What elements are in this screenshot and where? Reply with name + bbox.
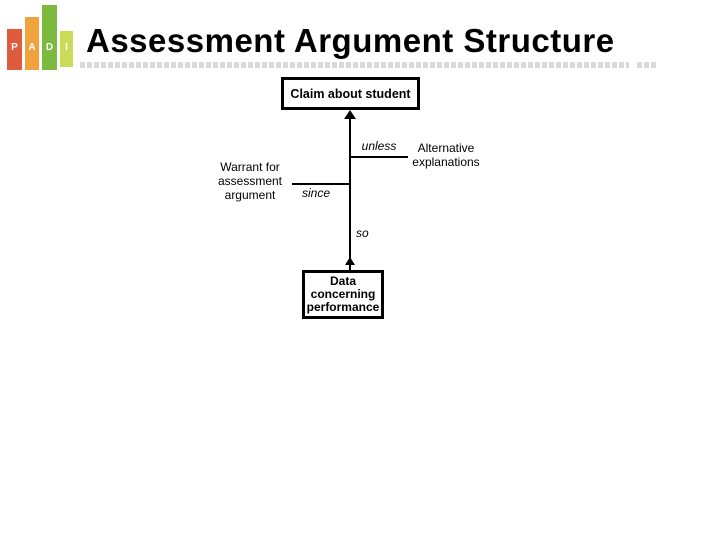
- logo-bar-d: [42, 5, 57, 70]
- logo-letter-p: P: [11, 42, 18, 53]
- alternative-explanations-line1: Alternative: [417, 141, 475, 155]
- padi-logo: P A D I: [0, 0, 80, 80]
- since-label: since: [301, 186, 330, 200]
- main-arrow-line: [349, 117, 351, 270]
- data-box-line2: concerning: [310, 287, 376, 301]
- unless-label: unless: [361, 139, 397, 153]
- title-underline-dashes: [80, 62, 629, 68]
- logo-letter-i: I: [65, 42, 68, 53]
- logo-letter-a: A: [28, 42, 36, 53]
- warrant-label: Warrant for assessment argument: [208, 160, 292, 202]
- so-label: so: [356, 226, 369, 240]
- data-box-line3: performance: [306, 300, 380, 314]
- alternative-explanations-line2: explanations: [412, 155, 480, 169]
- warrant-line2: assessment: [217, 174, 283, 188]
- data-box-line1: Data: [329, 274, 356, 288]
- arrowhead-up-bottom-icon: [345, 257, 355, 265]
- logo-bar-a: [25, 17, 39, 70]
- title-underline-dashes-end: [637, 62, 656, 68]
- claim-box: Claim about student: [281, 77, 420, 110]
- unless-connector-line: [350, 156, 408, 158]
- claim-box-label: Claim about student: [290, 86, 411, 101]
- logo-letter-d: D: [45, 42, 54, 53]
- warrant-line1: Warrant for: [220, 160, 280, 174]
- logo-bar-i: [60, 31, 73, 67]
- arrowhead-up-top-icon: [344, 110, 356, 119]
- logo-bar-p: [7, 29, 22, 70]
- warrant-line3: argument: [224, 188, 276, 202]
- since-connector-line: [292, 183, 349, 185]
- slide-title: Assessment Argument Structure: [86, 22, 615, 59]
- data-box: Data concerning performance: [302, 270, 384, 319]
- alternative-explanations-label: Alternative explanations: [408, 141, 484, 169]
